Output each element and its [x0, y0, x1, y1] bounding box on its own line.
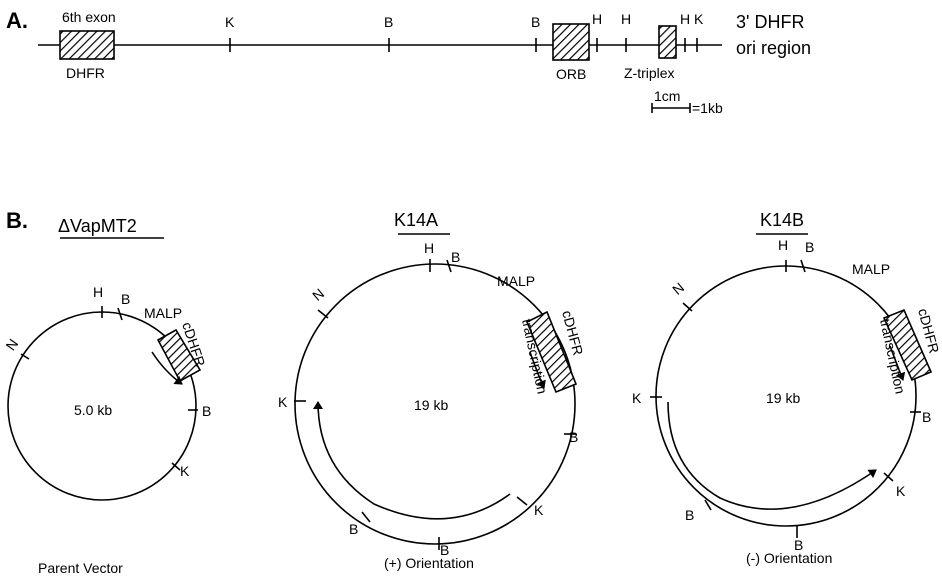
vapmt2-site-n-tick [20, 353, 30, 360]
orb-label: ORB [556, 66, 586, 82]
scale-bar-top-label: 1cm [654, 88, 680, 104]
vapmt2-site-k-label: K [180, 463, 190, 479]
k14b-site-k1-label: K [632, 390, 642, 406]
k14a-caption: (+) Orientation [384, 555, 474, 571]
z-triplex-label: Z-triplex [624, 65, 675, 81]
k14b-title: K14B [760, 210, 804, 230]
vapmt2-cdhfr-box [156, 328, 202, 383]
vapmt2-site-b1-label: B [121, 291, 130, 307]
k14b-site-n-label: N [669, 279, 687, 298]
k14b-insert-orientation-arrow [667, 401, 877, 510]
k14a-site-b1-label: B [451, 249, 460, 265]
plasmid-k14b: K14B N H B MALP cDHFR transcription K B … [632, 210, 942, 566]
k14a-site-b4-label: B [440, 542, 449, 558]
k14b-site-b3-label: B [685, 507, 694, 523]
site-b1-label: B [384, 14, 393, 30]
vapmt2-transcription-arrow [151, 351, 183, 385]
k14b-malp-label: MALP [852, 261, 890, 277]
vapmt2-site-n-label: N [2, 336, 21, 353]
k14b-caption: (-) Orientation [746, 550, 832, 566]
site-h3-label: H [680, 11, 690, 27]
k14a-site-k2-tick [516, 496, 528, 506]
vapmt2-malp-label: MALP [144, 305, 182, 321]
vapmt2-caption: Parent Vector [38, 560, 123, 576]
k14a-site-h-label: H [424, 240, 434, 256]
k14a-site-b1-tick [446, 259, 452, 273]
k14a-cdhfr-label: cDHFR [559, 309, 586, 357]
site-h2-label: H [621, 11, 631, 27]
k14b-site-h-label: H [778, 237, 788, 253]
z-triplex-box [658, 25, 677, 59]
k14b-cdhfr-box [882, 308, 933, 382]
k14a-site-k2-label: K [534, 502, 544, 518]
k14b-size-label: 19 kb [766, 390, 800, 406]
scale-bar-right-label: =1kb [692, 100, 723, 116]
scale-bar: 1cm =1kb [651, 88, 723, 116]
k14b-site-n-tick [682, 302, 693, 312]
k14a-site-n-tick [317, 309, 329, 319]
panel-a-label: A. [6, 8, 28, 33]
exon-label: 6th exon [62, 9, 116, 25]
k14a-cdhfr-box [525, 310, 578, 394]
k14a-circle [294, 263, 576, 545]
k14b-transcription-arrow [889, 345, 906, 381]
vapmt2-site-h-label: H [93, 284, 103, 300]
k14a-site-b3-tick [361, 511, 371, 523]
vapmt2-site-k-tick [171, 462, 181, 471]
k14a-site-b3-label: B [349, 521, 358, 537]
site-h1-label: H [592, 11, 602, 27]
panel-b: B. ΔVapMT2 N H B MALP cDHFR B K 5.0 kb P… [2, 208, 942, 576]
k14a-malp-label: MALP [497, 273, 535, 289]
k14a-site-n-label: N [309, 285, 327, 304]
k14a-size-label: 19 kb [414, 397, 448, 413]
plasmid-k14a: K14A N H B MALP cDHFR transcription K B … [278, 210, 586, 571]
vapmt2-size-label: 5.0 kb [74, 402, 112, 418]
k14b-site-k2-tick [883, 472, 894, 482]
vapmt2-site-b2-label: B [202, 403, 211, 419]
region-label-line1: 3' DHFR [736, 12, 804, 32]
k14a-transcription-arrow [529, 351, 546, 389]
panel-b-label: B. [6, 208, 28, 233]
region-label-line2: ori region [736, 38, 811, 58]
site-b2-label: B [531, 14, 540, 30]
k14b-site-b1-tick [800, 259, 806, 273]
k14a-site-b2-label: B [569, 429, 578, 445]
site-k2-label: K [694, 11, 704, 27]
vapmt2-site-b1-tick [117, 307, 123, 321]
k14a-site-k1-label: K [278, 394, 288, 410]
k14a-insert-orientation-arrow [313, 401, 511, 520]
k14b-site-b2-label: B [922, 409, 931, 425]
k14b-site-b4-label: B [794, 537, 803, 553]
k14b-site-b3-tick [704, 499, 712, 511]
dhfr-label: DHFR [66, 65, 105, 81]
plasmid-vapmt2: ΔVapMT2 N H B MALP cDHFR B K 5.0 kb Pare… [2, 216, 211, 576]
site-k1-label: K [225, 14, 235, 30]
k14a-title: K14A [394, 210, 438, 230]
k14b-site-b1-label: B [805, 239, 814, 255]
orb-box [552, 23, 590, 61]
panel-a: A. 6th exon DHFR K B B ORB H H Z-triplex… [6, 8, 811, 116]
vapmt2-title: ΔVapMT2 [58, 216, 137, 236]
k14b-site-k2-label: K [896, 483, 906, 499]
dhfr-exon-box [59, 30, 115, 60]
